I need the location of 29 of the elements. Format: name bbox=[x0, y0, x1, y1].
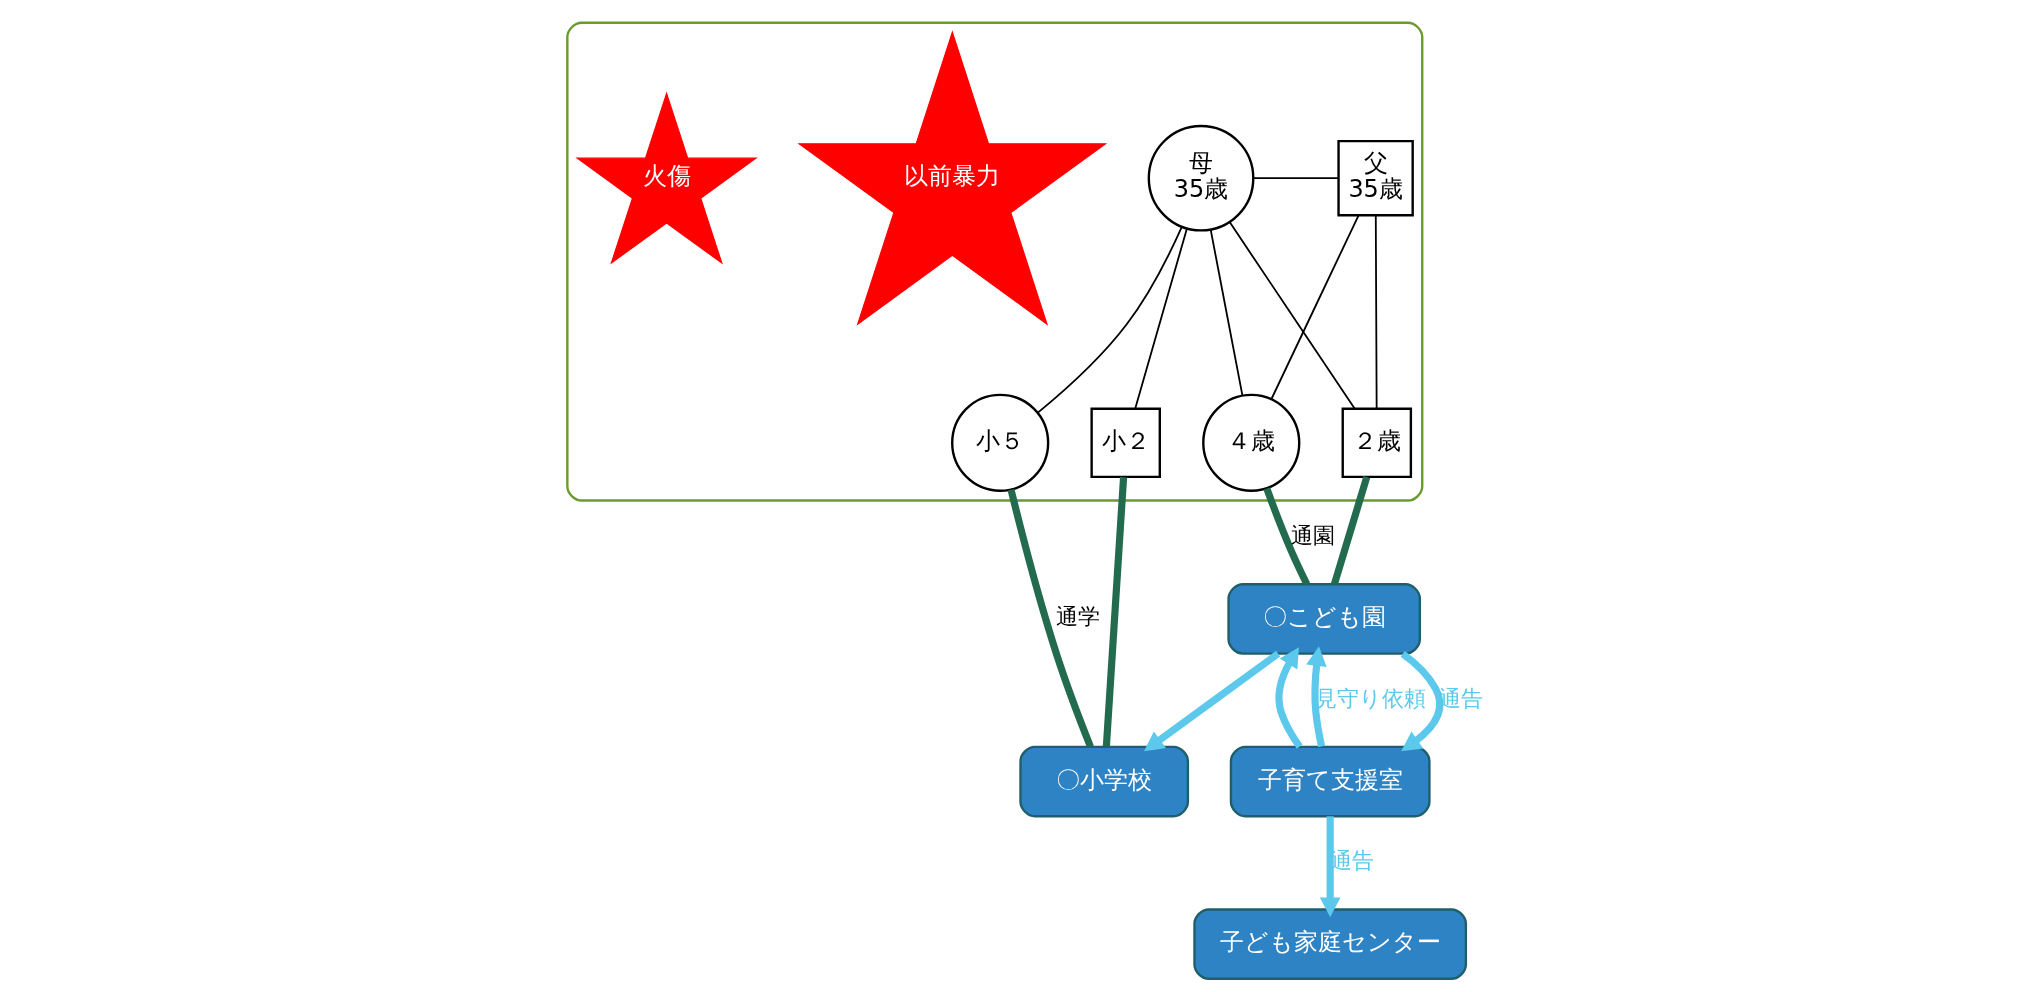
node-circle: ４歳 bbox=[1202, 393, 1301, 492]
node-box: 小２ bbox=[1090, 407, 1161, 479]
connector bbox=[1134, 227, 1188, 410]
connector bbox=[1209, 229, 1244, 397]
connector bbox=[1252, 177, 1340, 180]
node-circle: 小５ bbox=[951, 393, 1050, 492]
cluster bbox=[566, 21, 1424, 502]
connector bbox=[1037, 226, 1183, 414]
arrow bbox=[1306, 646, 1327, 748]
node-box: 〇こども園 bbox=[1227, 583, 1422, 655]
arrow bbox=[1275, 647, 1303, 749]
node-box: 子ども家庭センター bbox=[1193, 908, 1468, 980]
arrow bbox=[1144, 650, 1281, 752]
connector bbox=[1102, 476, 1128, 747]
connector bbox=[1374, 214, 1378, 410]
connector bbox=[1007, 488, 1094, 749]
node-box: 〇小学校 bbox=[1019, 745, 1190, 818]
arrow bbox=[1400, 650, 1444, 752]
edge-label: 通園 bbox=[1290, 522, 1335, 548]
edge-label: 通学 bbox=[1056, 604, 1101, 630]
connector bbox=[1228, 221, 1356, 410]
connector bbox=[1270, 214, 1360, 400]
connector bbox=[1263, 487, 1311, 586]
edge-label: 見守り依頼 bbox=[1314, 685, 1426, 711]
node-box: 子育て支援室 bbox=[1229, 745, 1431, 818]
node-box: ２歳 bbox=[1341, 407, 1413, 479]
node-box: 父 35歳 bbox=[1337, 139, 1414, 217]
connector bbox=[1330, 476, 1371, 586]
node-circle: 母 35歳 bbox=[1147, 124, 1255, 232]
